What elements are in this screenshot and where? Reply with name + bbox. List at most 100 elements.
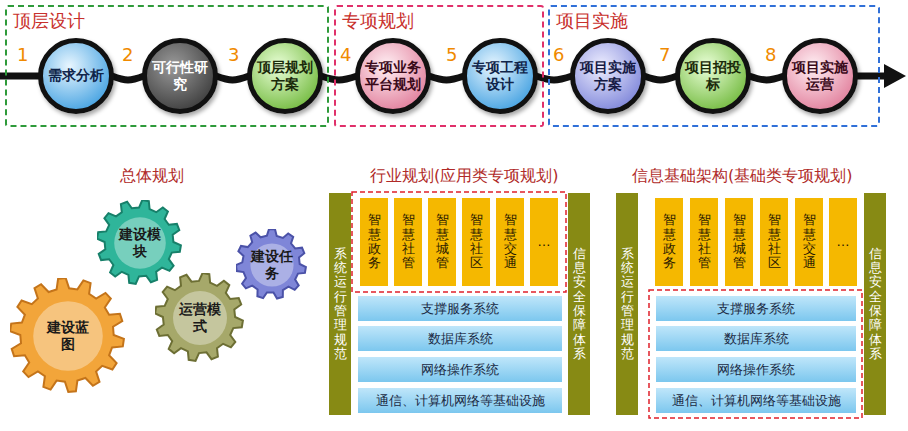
app-column: …: [829, 198, 857, 286]
flow-tail-line: [856, 73, 888, 80]
flow-connector: [644, 76, 677, 80]
phase-group: 专项规划专项业务平台规划 专项工程设计: [334, 5, 544, 127]
node-label: 顶层规划方案: [257, 59, 313, 94]
flow-arrowhead: [884, 64, 906, 88]
flow-connector: [112, 76, 144, 80]
app-column: 智慧交通: [795, 198, 823, 286]
gear-hub: [173, 291, 227, 345]
gear-node: 建设任务: [236, 229, 308, 301]
node-label: 通信、计算机网络等基础设施: [376, 392, 545, 410]
app-column: 智慧城管: [725, 198, 753, 286]
layer-bar: 数据库系统: [656, 326, 856, 351]
flow-connector: [429, 76, 464, 80]
flow-connector: [536, 76, 572, 80]
section-heading: 总体规划: [120, 166, 184, 187]
step-circle: 项目实施运营: [782, 38, 858, 114]
layer-bar: 支撑服务系统: [358, 296, 562, 321]
callout-number: 5: [446, 44, 457, 65]
gear-teeth: [10, 278, 124, 392]
node-label: 项目实施方案: [580, 59, 636, 94]
node-label: 数据库系统: [428, 330, 493, 348]
gear-hub: [33, 301, 103, 371]
step-circle: 项目实施方案: [570, 38, 646, 114]
gear-teeth: [155, 273, 243, 361]
callout-number: 8: [765, 44, 776, 65]
node-label: 专项工程设计: [472, 59, 528, 94]
highlight-frame: [649, 290, 862, 418]
node-label: 支撑服务系统: [421, 300, 499, 318]
flow-connector: [321, 76, 357, 80]
layer-bar: 支撑服务系统: [656, 296, 856, 321]
phase-group: 项目实施项目实施方案 项目招投标 项目实施运营: [548, 5, 880, 127]
app-column: 智慧社区: [760, 198, 788, 286]
node-label: 智慧交通: [803, 213, 816, 270]
step-circle: 专项工程设计: [462, 38, 538, 114]
node-label: 项目招投标: [685, 59, 741, 94]
node-label: 智慧政务: [368, 213, 381, 270]
app-column: 智慧社管: [690, 198, 718, 286]
gear-node: 运营模式: [155, 273, 245, 363]
node-label: 智慧社区: [470, 213, 483, 270]
side-bar: 信息安全保障体系: [864, 193, 886, 415]
group-title: 项目实施: [556, 9, 628, 33]
node-label: 专项业务平台规划: [365, 59, 421, 94]
node-label: 系统运行管理规范: [621, 247, 634, 361]
flow-connector: [749, 76, 784, 80]
node-label: 建设蓝图: [47, 319, 89, 354]
node-label: 智慧社区: [768, 213, 781, 270]
step-circle: 项目招投标: [675, 38, 751, 114]
side-bar: 系统运行管理规范: [616, 193, 638, 415]
layer-bar: 数据库系统: [358, 326, 562, 351]
step-circle: 可行性研究: [142, 38, 218, 114]
callout-number: 6: [553, 44, 564, 65]
app-column: 智慧社区: [462, 198, 490, 286]
node-label: 智慧城管: [733, 213, 746, 270]
node-label: 信息安全保障体系: [573, 247, 586, 361]
node-label: 通信、计算机网络等基础设施: [672, 392, 841, 410]
highlight-frame: [352, 192, 566, 292]
gear-body: [97, 200, 181, 284]
node-label: 支撑服务系统: [717, 300, 795, 318]
node-label: 需求分析: [48, 67, 104, 85]
node-label: 可行性研究: [152, 59, 208, 94]
node-label: 智慧交通: [504, 213, 517, 270]
group-title: 顶层设计: [13, 9, 85, 33]
node-label: 网络操作系统: [421, 361, 499, 379]
callout-number: 4: [340, 44, 351, 65]
node-label: 智慧社管: [698, 213, 711, 270]
node-label: 建设任务: [251, 248, 293, 283]
section-heading: 信息基础架构(基础类专项规划): [632, 166, 852, 187]
app-column: 智慧城管: [428, 198, 456, 286]
callout-number: 3: [228, 44, 239, 65]
app-column: 智慧交通: [496, 198, 524, 286]
node-label: …: [538, 235, 551, 249]
gear-node: 建设蓝图: [10, 278, 126, 394]
gear-teeth: [236, 229, 306, 298]
node-label: …: [837, 235, 850, 249]
node-label: 数据库系统: [724, 330, 789, 348]
gear-body: [155, 273, 243, 361]
gear-hub: [250, 243, 293, 286]
group-title: 专项规划: [342, 9, 414, 33]
layer-bar: 网络操作系统: [656, 357, 856, 382]
step-circle: 顶层规划方案: [247, 38, 323, 114]
app-column: …: [530, 198, 558, 286]
phase-group: 顶层设计需求分析 可行性研究 顶层规划方案: [5, 5, 329, 127]
node-label: 智慧政务: [663, 213, 676, 270]
app-column: 智慧政务: [655, 198, 683, 286]
gear-hub: [114, 217, 166, 269]
gear-node: 建设模块: [97, 200, 183, 286]
gear-teeth: [97, 200, 181, 284]
side-bar: 信息安全保障体系: [568, 193, 590, 415]
node-label: 智慧城管: [436, 213, 449, 270]
layer-bar: 通信、计算机网络等基础设施: [358, 388, 562, 413]
node-label: 建设模块: [119, 226, 161, 261]
node-label: 智慧社管: [402, 213, 415, 270]
node-label: 运营模式: [179, 301, 221, 336]
layer-bar: 网络操作系统: [358, 357, 562, 382]
callout-number: 1: [17, 44, 28, 65]
step-circle: 专项业务平台规划: [355, 38, 431, 114]
section-heading: 行业规划(应用类专项规划): [370, 166, 558, 187]
node-label: 项目实施运营: [792, 59, 848, 94]
step-circle: 需求分析: [38, 38, 114, 114]
